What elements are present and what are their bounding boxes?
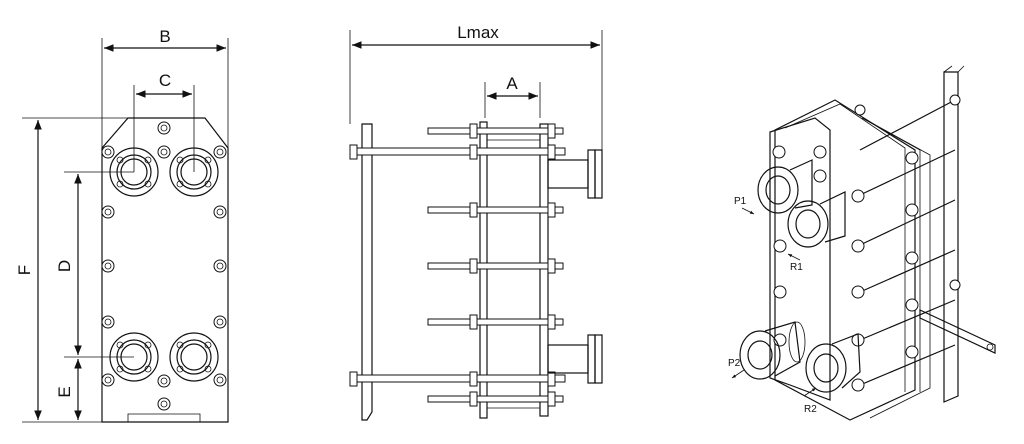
port-r1-label: R1 — [790, 262, 803, 273]
dimension-e: E — [55, 359, 82, 420]
dimension-c-label: C — [159, 71, 171, 90]
iso-tie-rods — [859, 99, 956, 386]
dimension-b: B — [101, 27, 229, 148]
side-nozzle-top — [547, 149, 603, 199]
side-view: Lmax A — [349, 23, 603, 421]
front-port-top-left — [109, 147, 159, 197]
front-port-top-right — [169, 147, 219, 197]
dimension-e-label: E — [55, 386, 74, 397]
fixed-frame-plate — [361, 123, 373, 421]
plate-pack — [479, 121, 488, 419]
port-r2: R2 — [803, 387, 817, 415]
port-p2-label: P2 — [728, 358, 741, 369]
dimension-lmax-label: Lmax — [457, 23, 499, 42]
tie-bolts — [349, 123, 564, 407]
dimension-a-label: A — [506, 74, 518, 93]
front-bolts — [101, 121, 227, 411]
side-nozzle-bottom — [547, 334, 603, 384]
front-view: B C F D E — [15, 27, 229, 423]
dimension-f-label: F — [15, 265, 34, 275]
dimension-d: D — [55, 171, 134, 358]
iso-nozzle-r1 — [787, 191, 846, 248]
dimension-b-label: B — [159, 27, 170, 46]
iso-nozzle-p1 — [757, 159, 813, 214]
dimension-a: A — [484, 74, 541, 118]
port-p1-label: P1 — [734, 196, 747, 207]
port-p1: P1 — [734, 196, 755, 215]
dimension-c: C — [133, 71, 195, 172]
dimension-lmax: Lmax — [349, 23, 603, 150]
port-p2: P2 — [728, 358, 745, 379]
pressure-plate — [539, 123, 549, 417]
front-port-bottom-left — [109, 332, 159, 382]
iso-plate-pack — [774, 99, 916, 421]
dimension-f: F — [15, 117, 128, 423]
iso-nozzle-r2 — [805, 333, 861, 393]
dimension-d-label: D — [55, 260, 74, 272]
front-port-bottom-right — [169, 332, 219, 382]
iso-nuts — [772, 94, 961, 392]
iso-nozzle-p2 — [739, 321, 806, 380]
iso-frame-plate — [769, 117, 831, 401]
port-r1: R1 — [787, 253, 803, 273]
isometric-view: P1 R1 P2 R2 — [728, 65, 996, 421]
port-r2-label: R2 — [804, 404, 817, 415]
